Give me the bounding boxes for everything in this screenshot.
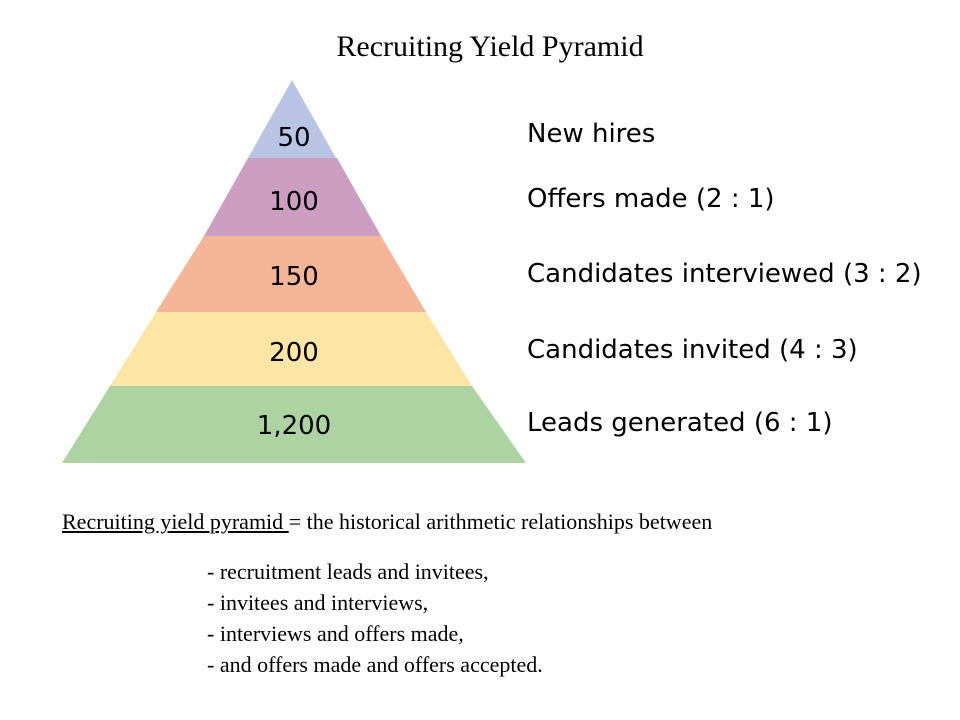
pyramid-tier-1 xyxy=(248,80,336,158)
tier-value-5: 1,200 xyxy=(257,411,331,441)
pyramid-tier-3 xyxy=(156,236,426,312)
tier-value-2: 100 xyxy=(269,187,319,217)
list-item: - recruitment leads and invitees, xyxy=(207,559,489,584)
tier-label-leads-generated: Leads generated (6 : 1) xyxy=(527,408,833,438)
pyramid-tier-2 xyxy=(204,158,381,236)
tier-label-candidates-invited: Candidates invited (4 : 3) xyxy=(527,335,858,365)
definition-term: Recruiting yield pyramid xyxy=(62,509,289,534)
definition-line: Recruiting yield pyramid = the historica… xyxy=(62,509,712,535)
list-item: - interviews and offers made, xyxy=(207,621,464,646)
tier-value-3: 150 xyxy=(269,262,319,292)
list-item: - invitees and interviews, xyxy=(207,590,429,615)
definition-text: = the historical arithmetic relationship… xyxy=(288,509,713,534)
list-item: - and offers made and offers accepted. xyxy=(207,652,543,677)
yield-pyramid: 50 100 150 200 1,200 xyxy=(62,80,526,463)
tier-label-offers-made: Offers made (2 : 1) xyxy=(527,184,775,214)
pyramid-tier-5 xyxy=(62,386,526,463)
tier-value-1: 50 xyxy=(277,123,310,153)
tier-label-new-hires: New hires xyxy=(527,119,656,149)
pyramid-tier-4 xyxy=(110,312,472,386)
page-title: Recruiting Yield Pyramid xyxy=(336,30,644,63)
tier-label-candidates-interviewed: Candidates interviewed (3 : 2) xyxy=(527,259,922,289)
tier-value-4: 200 xyxy=(269,338,319,368)
relationship-list: - recruitment leads and invitees, - invi… xyxy=(207,556,543,680)
